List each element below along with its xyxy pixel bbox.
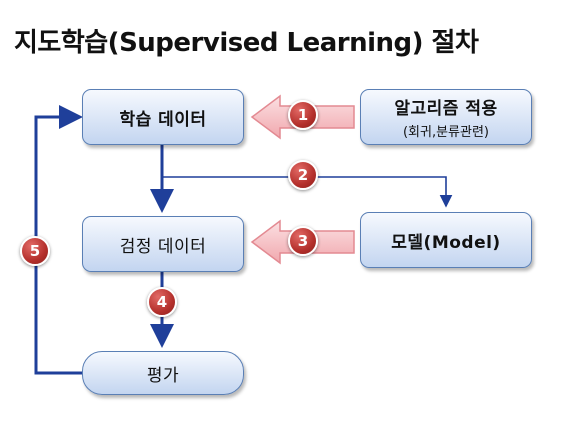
evaluation-box: 평가	[82, 351, 244, 395]
validation-data-label: 검정 데이터	[119, 236, 207, 257]
step-badge-5: 5	[20, 236, 50, 266]
arrow-training-to-model	[162, 176, 453, 208]
training-data-box: 학습 데이터	[82, 89, 244, 145]
step-badge-3: 3	[288, 226, 318, 256]
step-badge-2: 2	[288, 160, 318, 190]
step-badge-1: 1	[288, 100, 318, 130]
training-data-label: 학습 데이터	[119, 109, 207, 130]
model-box: 모델(Model)	[360, 212, 532, 268]
algorithm-box: 알고리즘 적용 (회귀,분류관련)	[360, 89, 532, 145]
evaluation-label: 평가	[146, 365, 180, 386]
validation-data-box: 검정 데이터	[82, 216, 244, 272]
diagram-title: 지도학습(Supervised Learning) 절차	[14, 28, 479, 58]
algorithm-label: 알고리즘 적용	[394, 99, 498, 119]
model-label: 모델(Model)	[391, 232, 501, 253]
algorithm-sublabel: (회귀,분류관련)	[402, 125, 490, 140]
step-badge-4: 4	[147, 287, 177, 317]
